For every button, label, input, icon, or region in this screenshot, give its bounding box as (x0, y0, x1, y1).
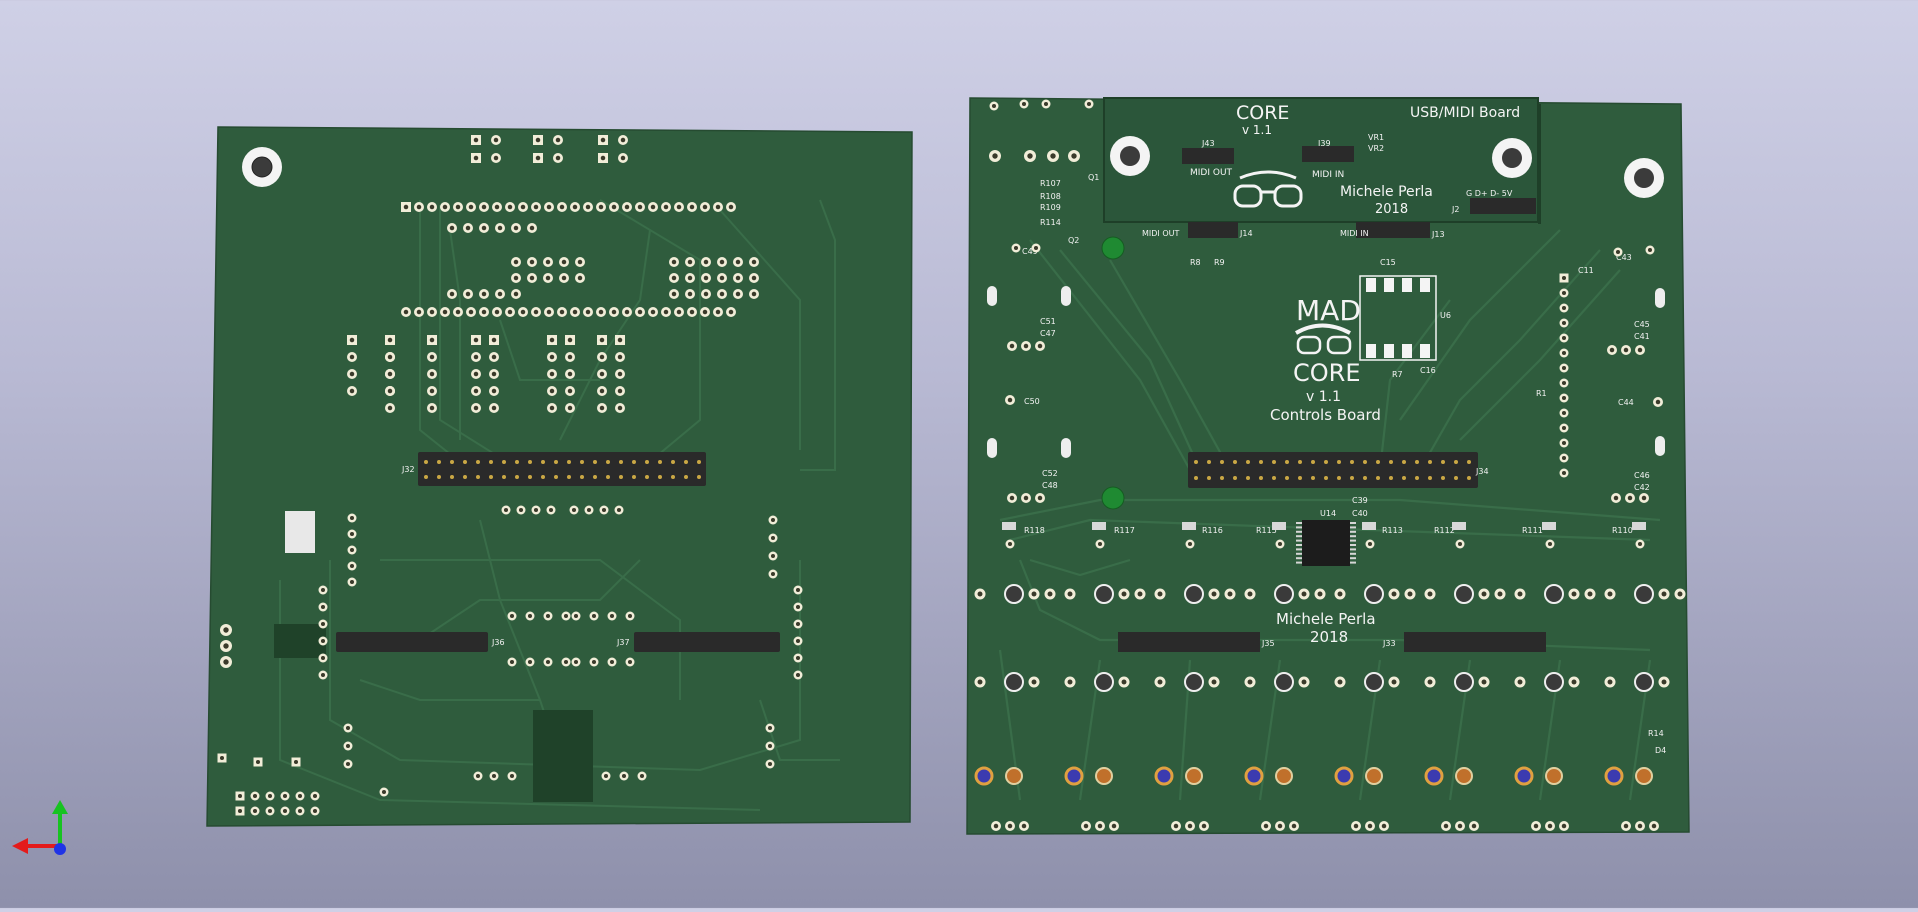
svg-text:C46: C46 (1634, 471, 1650, 480)
svg-text:R8: R8 (1190, 258, 1201, 267)
usb-midi-out-label: MIDI OUT (1190, 168, 1233, 178)
svg-text:R109: R109 (1040, 203, 1061, 212)
svg-text:C49: C49 (1022, 247, 1038, 256)
usb-midi-title: USB/MIDI Board (1410, 105, 1520, 121)
svg-text:C15: C15 (1380, 258, 1396, 267)
z-axis-dot-icon (54, 843, 66, 855)
svg-text:R110: R110 (1612, 526, 1633, 535)
right-board-pads (974, 99, 1686, 831)
svg-text:C11: C11 (1578, 266, 1594, 275)
left-board: J32 J36 J37 (206, 126, 913, 827)
svg-text:C44: C44 (1618, 398, 1634, 407)
label-u6: U6 (1440, 311, 1451, 320)
usb-author: Michele Perla (1340, 184, 1433, 200)
svg-text:C50: C50 (1024, 397, 1040, 406)
label-j39: J39 (1317, 139, 1331, 148)
label-j2-pins: G D+ D- 5V (1466, 189, 1513, 198)
svg-text:R1: R1 (1536, 389, 1547, 398)
right-board: CORE v 1.1 USB/MIDI Board MIDI OUT MIDI … (966, 97, 1690, 835)
svg-text:C47: C47 (1040, 329, 1056, 338)
usb-year: 2018 (1375, 202, 1408, 217)
chip-u6: U6 (1359, 275, 1451, 361)
svg-text:D4: D4 (1655, 746, 1666, 755)
label-vr1: VR1 (1368, 133, 1384, 142)
label-j34: J34 (1475, 467, 1489, 476)
label-j13: J13 (1431, 230, 1445, 239)
svg-text:R107: R107 (1040, 179, 1061, 188)
usb-version: v 1.1 (1242, 123, 1272, 137)
connector-j32: J32 (401, 452, 706, 486)
midi-out-label: MIDI OUT (1142, 229, 1179, 238)
midi-in-label: MIDI IN (1340, 229, 1369, 238)
board-author: Michele Perla (1276, 610, 1376, 628)
usb-core-text: CORE (1236, 102, 1289, 124)
connector-j33: J33 (1382, 632, 1546, 652)
svg-text:R14: R14 (1648, 729, 1664, 738)
label-j37: J37 (616, 638, 630, 647)
svg-text:C48: C48 (1042, 481, 1058, 490)
svg-text:R115: R115 (1256, 526, 1277, 535)
board-year: 2018 (1310, 628, 1348, 646)
logo-core: CORE (1293, 359, 1361, 387)
svg-text:R118: R118 (1024, 526, 1045, 535)
logo-subtitle: Controls Board (1270, 406, 1381, 424)
svg-text:R113: R113 (1382, 526, 1403, 535)
label-j35: J35 (1261, 639, 1275, 648)
logo-version: v 1.1 (1306, 389, 1341, 405)
connector-j35: J35 (1118, 632, 1275, 652)
svg-text:R114: R114 (1040, 218, 1061, 227)
axis-gizmo (12, 800, 68, 855)
label-j14: J14 (1239, 229, 1253, 238)
chip-u14: U14 (1296, 509, 1356, 566)
ref-labels: R107 R108 R109 R114 Q1 Q2 R8 R9 R7 R1 C4… (1022, 173, 1666, 755)
label-vr2: VR2 (1368, 144, 1384, 153)
svg-text:Q2: Q2 (1068, 236, 1079, 245)
svg-text:R116: R116 (1202, 526, 1223, 535)
label-j2: J2 (1451, 205, 1459, 214)
mad-core-logo: MAD CORE v 1.1 Controls Board (1270, 294, 1381, 424)
svg-text:C40: C40 (1352, 509, 1368, 518)
svg-text:R9: R9 (1214, 258, 1225, 267)
svg-text:C39: C39 (1352, 496, 1368, 505)
svg-text:C16: C16 (1420, 366, 1436, 375)
logo-mad: MAD (1296, 294, 1361, 327)
svg-text:R108: R108 (1040, 192, 1061, 201)
svg-text:R111: R111 (1522, 526, 1543, 535)
label-j32: J32 (401, 465, 415, 474)
usb-midi-board: CORE v 1.1 USB/MIDI Board MIDI OUT MIDI … (1103, 97, 1541, 224)
svg-text:C43: C43 (1616, 253, 1632, 262)
svg-text:C41: C41 (1634, 332, 1650, 341)
connector-j36: J36 (336, 632, 505, 652)
svg-text:C42: C42 (1634, 483, 1650, 492)
svg-text:R7: R7 (1392, 370, 1403, 379)
label-j33: J33 (1382, 639, 1396, 648)
label-j36: J36 (491, 638, 505, 647)
left-board-pads (217, 135, 803, 816)
label-j43: J43 (1201, 139, 1215, 148)
svg-text:R112: R112 (1434, 526, 1455, 535)
svg-text:C51: C51 (1040, 317, 1056, 326)
connector-j37: J37 (616, 632, 780, 652)
label-u14: U14 (1320, 509, 1336, 518)
connector-j34: J34 (1188, 452, 1489, 488)
svg-text:R117: R117 (1114, 526, 1135, 535)
svg-text:Q1: Q1 (1088, 173, 1099, 182)
usb-glasses-logo (1233, 170, 1303, 208)
usb-midi-in-label: MIDI IN (1312, 170, 1344, 180)
svg-text:C52: C52 (1042, 469, 1058, 478)
svg-text:C45: C45 (1634, 320, 1650, 329)
